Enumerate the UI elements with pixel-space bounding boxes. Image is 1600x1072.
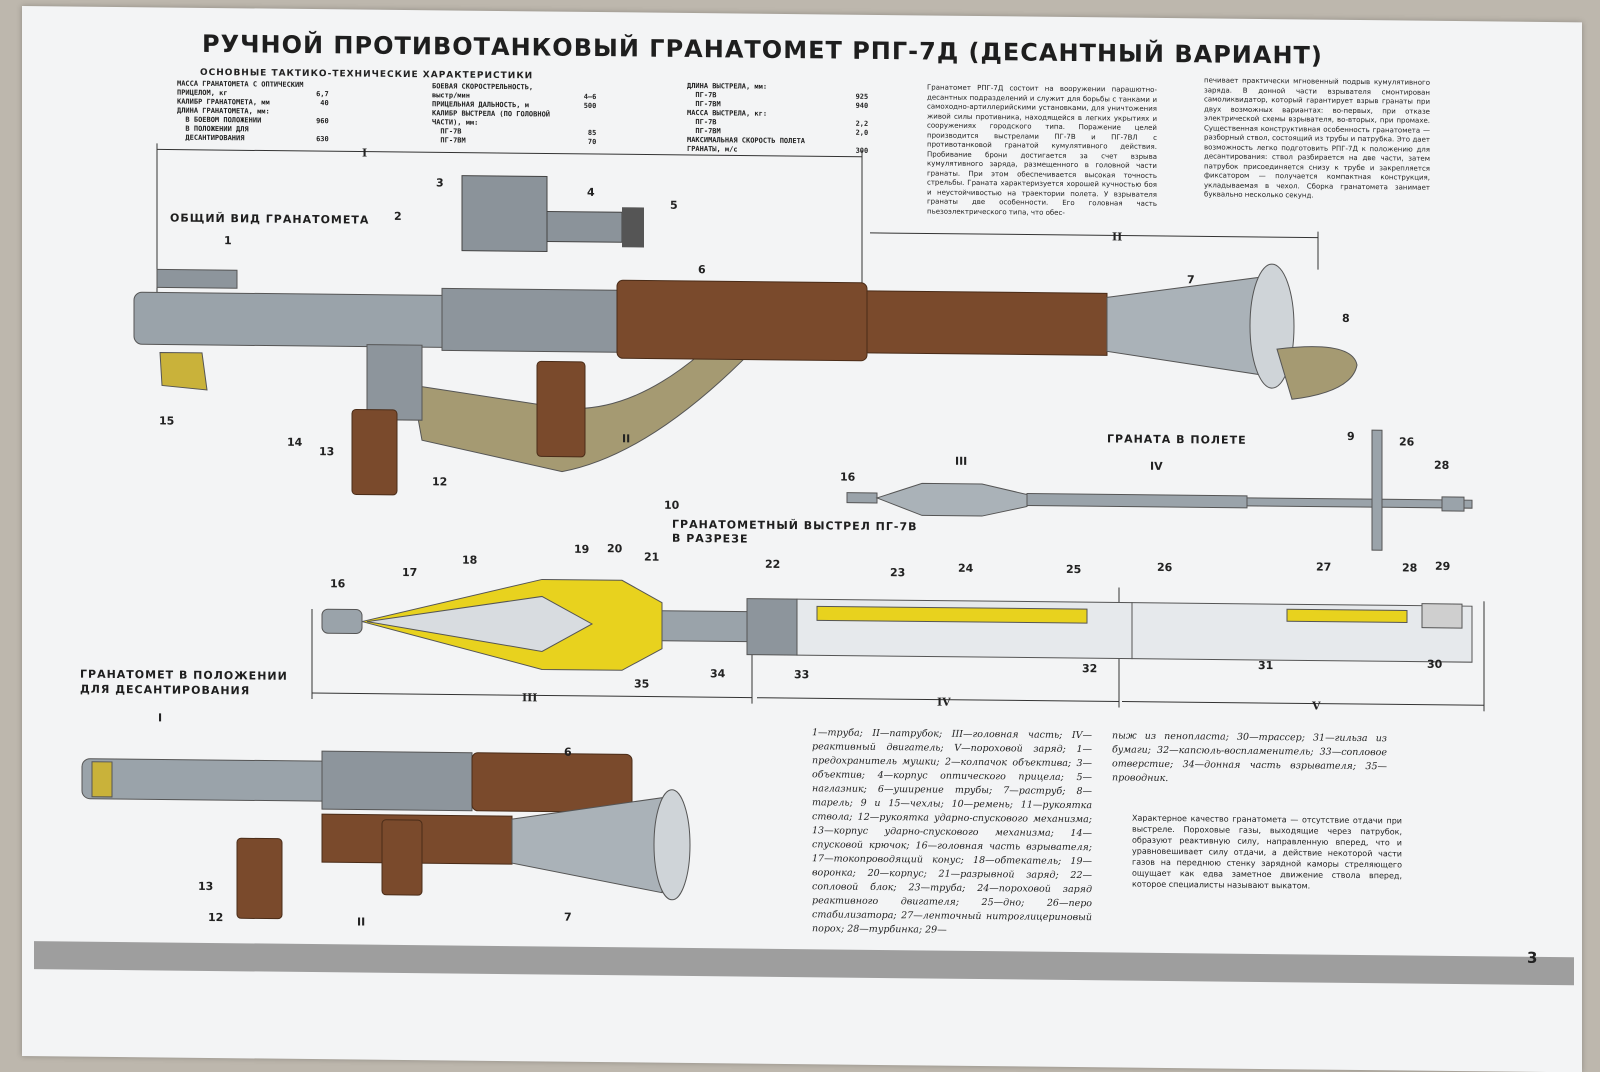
callout: 21: [644, 551, 659, 564]
cutaway-grenade: [321, 578, 1473, 671]
barrel-grip: [536, 360, 586, 458]
tube-widening: [616, 279, 868, 362]
weapon-illustrations: I II III IV V: [81, 143, 1485, 929]
launcher-general-view: [133, 175, 1358, 496]
callout: 16: [330, 577, 346, 590]
dim-mark-II: II: [1112, 230, 1122, 243]
callout: 12: [432, 475, 447, 488]
callout: 4: [587, 186, 595, 199]
callout: 5: [670, 199, 678, 212]
callout: 7: [564, 911, 572, 924]
callout: 29: [1435, 560, 1450, 573]
dim-mark-IV: IV: [937, 696, 951, 709]
callout: 31: [1258, 659, 1273, 672]
callout: 13: [319, 445, 334, 458]
callout: 18: [462, 554, 477, 567]
callout: 22: [765, 558, 780, 571]
dim-mark-III: III: [522, 691, 537, 704]
callout: IV: [1150, 460, 1163, 473]
muzzle-cover: [159, 351, 208, 391]
callout: 26: [1399, 435, 1415, 448]
callout: 3: [436, 176, 444, 189]
rear-tube: [866, 290, 1108, 356]
callout: 32: [1082, 662, 1097, 675]
callout: 35: [634, 677, 649, 690]
callout: 8: [1342, 312, 1350, 325]
callout: 7: [1187, 273, 1195, 286]
callout: 2: [394, 210, 402, 223]
callout: 10: [664, 499, 680, 512]
callout: 16: [840, 471, 856, 484]
propellant-charge: [816, 605, 1088, 624]
callout: 23: [890, 566, 905, 579]
grenade-in-flight: [846, 429, 1473, 551]
callout: 26: [1157, 561, 1173, 574]
receiver: [441, 287, 618, 353]
callout: 25: [1066, 563, 1081, 576]
callout: 1: [224, 234, 232, 247]
callout: 15: [159, 414, 174, 427]
callout: 28: [1402, 561, 1417, 574]
optical-sight: [461, 175, 548, 253]
eyepiece: [622, 207, 644, 248]
callout: 14: [287, 436, 303, 449]
dim-mark-I: I: [362, 147, 367, 160]
poster-sheet: РУЧНОЙ ПРОТИВОТАНКОВЫЙ ГРАНАТОМЕТ РПГ-7Д…: [22, 6, 1582, 1072]
trigger-grip: [351, 408, 398, 496]
callout: 24: [958, 562, 974, 575]
callout: 28: [1434, 459, 1449, 472]
callout: I: [158, 711, 162, 724]
callout: 34: [710, 667, 726, 680]
rear-cover: [1276, 346, 1358, 400]
callout: III: [955, 455, 967, 468]
callout: II: [357, 916, 365, 929]
callout: 30: [1427, 658, 1443, 671]
venturi: [1106, 276, 1263, 376]
callout: 20: [607, 542, 623, 555]
callout: 9: [1347, 430, 1355, 443]
callout: II: [622, 432, 630, 445]
callout: 17: [402, 566, 417, 579]
barrel-front: [133, 291, 465, 349]
callout: 27: [1316, 561, 1331, 574]
callout: 6: [564, 746, 572, 759]
callout: 13: [198, 880, 213, 893]
callout: 19: [574, 543, 589, 556]
callout: 33: [794, 668, 809, 681]
dim-mark-V: V: [1311, 699, 1321, 712]
callout: 6: [698, 263, 706, 276]
callout: 12: [208, 911, 223, 924]
launcher-landing-position: [81, 750, 691, 920]
